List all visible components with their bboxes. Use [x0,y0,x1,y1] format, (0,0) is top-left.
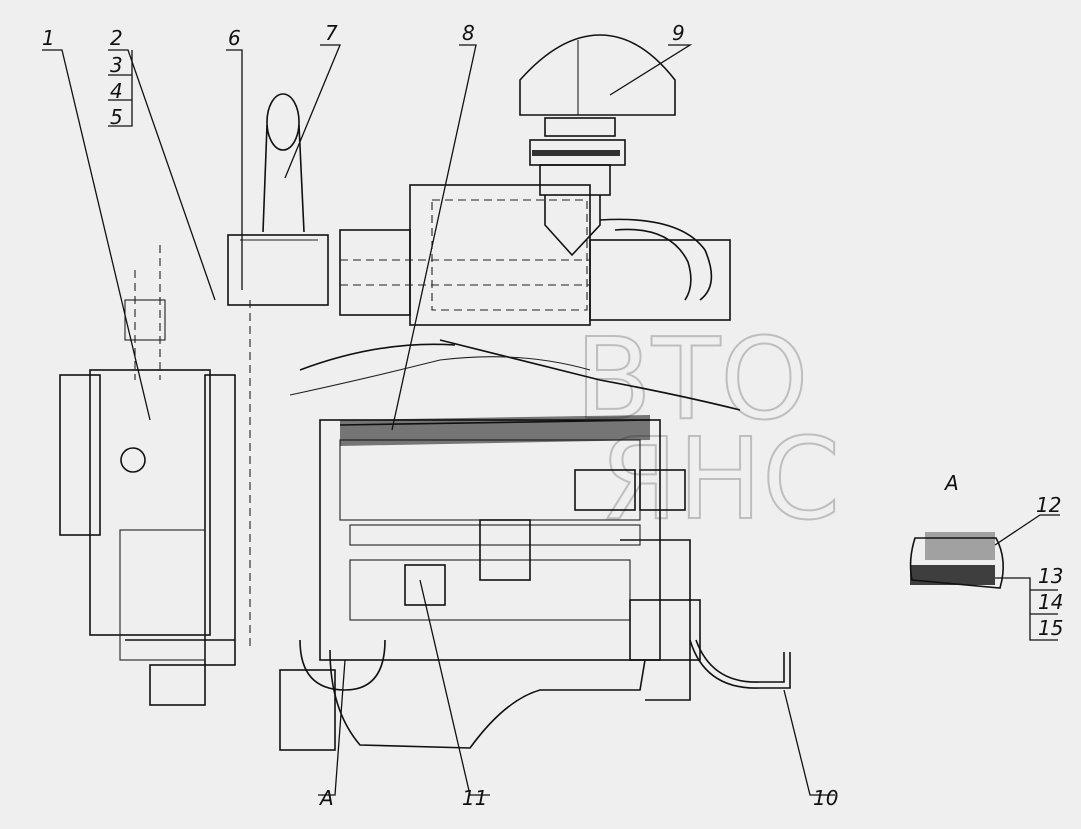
callout-9: 9 [672,21,685,45]
callout-8: 8 [462,21,475,45]
wiring-harness [289,339,741,446]
callout-6: 6 [228,26,241,50]
drain-tube [689,639,791,689]
callout-1: 1 [42,26,55,50]
leader-lines [42,44,1060,796]
callout-13: 13 [1038,564,1063,588]
callout-3: 3 [110,53,123,77]
callout-7: 7 [325,21,338,45]
callout-10: 10 [813,786,838,810]
callout-5: 5 [110,105,123,129]
callout-11: 11 [462,786,487,810]
callout-14: 14 [1038,590,1063,614]
callout-2: 2 [110,26,123,50]
exhaust-pipe [227,93,329,306]
callout-15: 15 [1038,616,1063,640]
lower-bracket [279,639,386,751]
air-cleaner [519,34,713,301]
callouts: 1 2 3 4 5 6 7 8 9 10 11 12 13 14 15 A A [42,21,1063,810]
engine-block [319,419,701,749]
callout-4: 4 [110,79,123,103]
detail-a [909,532,1004,589]
upper-housing [339,184,731,326]
view-label-a-detail: A [943,471,959,495]
radiator-housing [59,245,251,706]
callout-12: 12 [1036,493,1061,517]
view-label-a-bottom: A [318,786,334,810]
